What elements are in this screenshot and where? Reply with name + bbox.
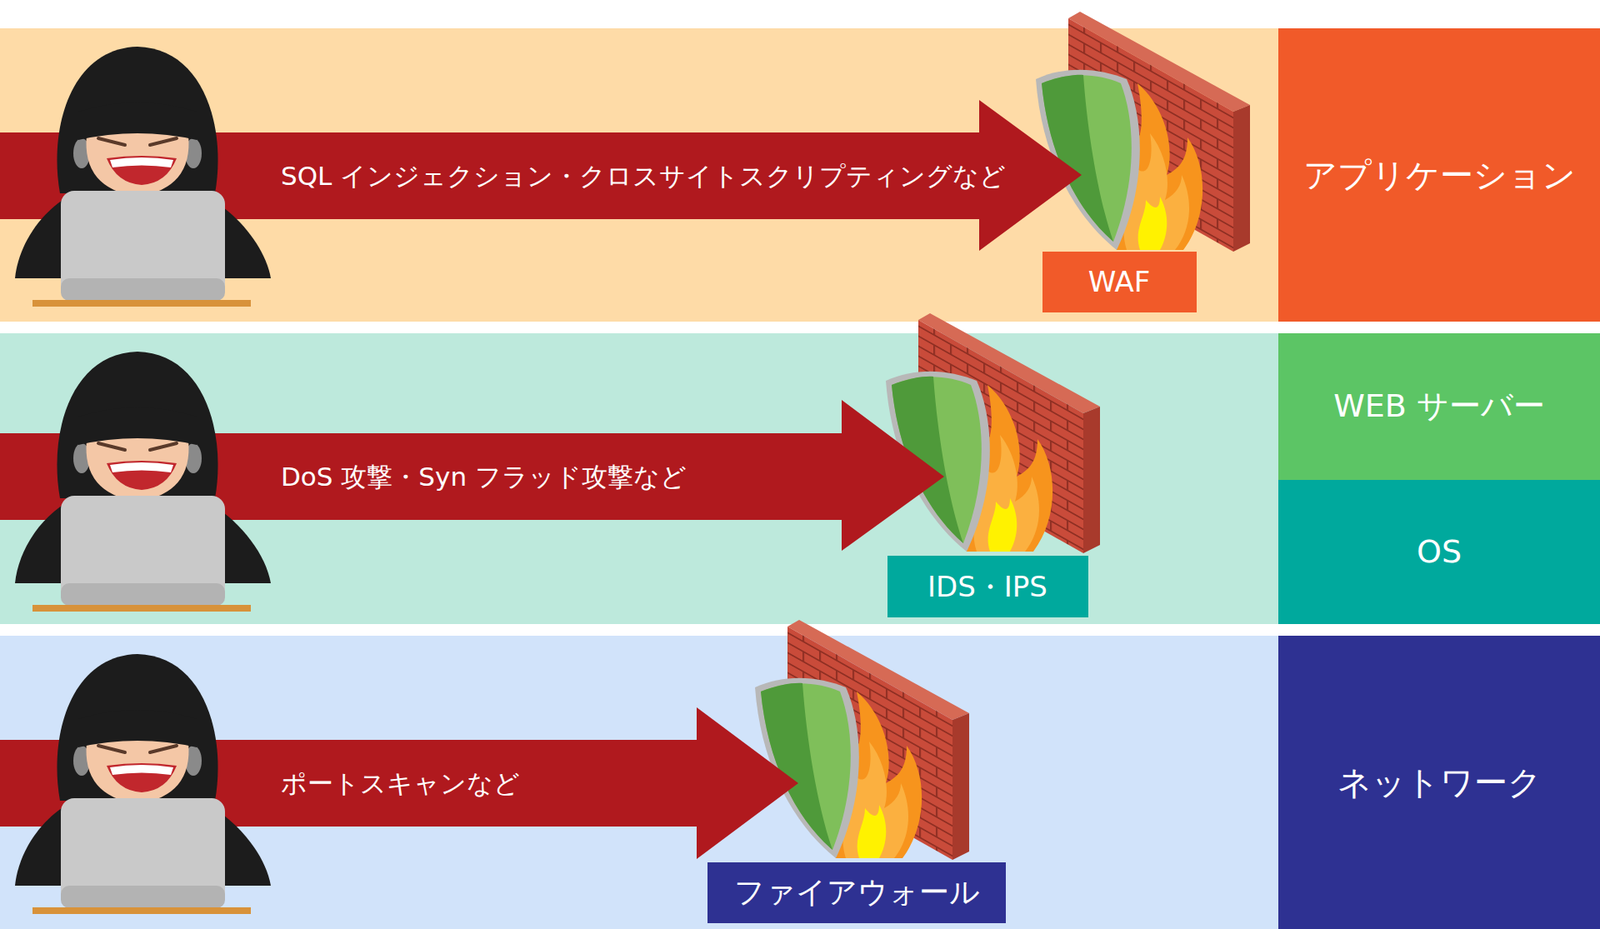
layer-box: OS <box>1278 480 1600 625</box>
attack-label: ポートスキャンなど <box>280 768 520 800</box>
firewall-icon <box>755 620 970 860</box>
layer-box: WEB サーバー <box>1278 333 1600 480</box>
attacker-figure <box>15 351 271 612</box>
firewall-icon <box>1035 11 1250 252</box>
box-text: ネットワーク <box>1337 762 1542 803</box>
ids-ips-label-box: IDS・IPS <box>887 555 1089 618</box>
application-band <box>0 28 1600 322</box>
attacker-figure <box>15 654 271 915</box>
attack-text: SQL インジェクション・クロスサイトスクリプティングなど <box>280 160 1006 191</box>
box-text: OS <box>1416 533 1462 572</box>
box-text: WAF <box>1088 265 1151 300</box>
layer-box: ネットワーク <box>1278 635 1600 929</box>
attack-label: DoS 攻撃・Syn フラッド攻撃など <box>280 461 687 493</box>
attack-text: DoS 攻撃・Syn フラッド攻撃など <box>280 461 687 492</box>
box-text: ファイアウォール <box>734 874 980 910</box>
attack-text: ポートスキャンなど <box>280 768 520 799</box>
firewall-label-box: ファイアウォール <box>707 862 1006 924</box>
waf-label-box: WAF <box>1042 251 1197 313</box>
layer-box: アプリケーション <box>1278 28 1600 322</box>
attacker-figure <box>15 46 271 307</box>
box-text: WEB サーバー <box>1333 387 1545 426</box>
firewall-icon <box>885 313 1100 554</box>
server-band <box>0 333 1600 625</box>
attack-label: SQL インジェクション・クロスサイトスクリプティングなど <box>280 160 1006 192</box>
box-text: IDS・IPS <box>927 570 1048 605</box>
box-text: アプリケーション <box>1303 155 1576 195</box>
